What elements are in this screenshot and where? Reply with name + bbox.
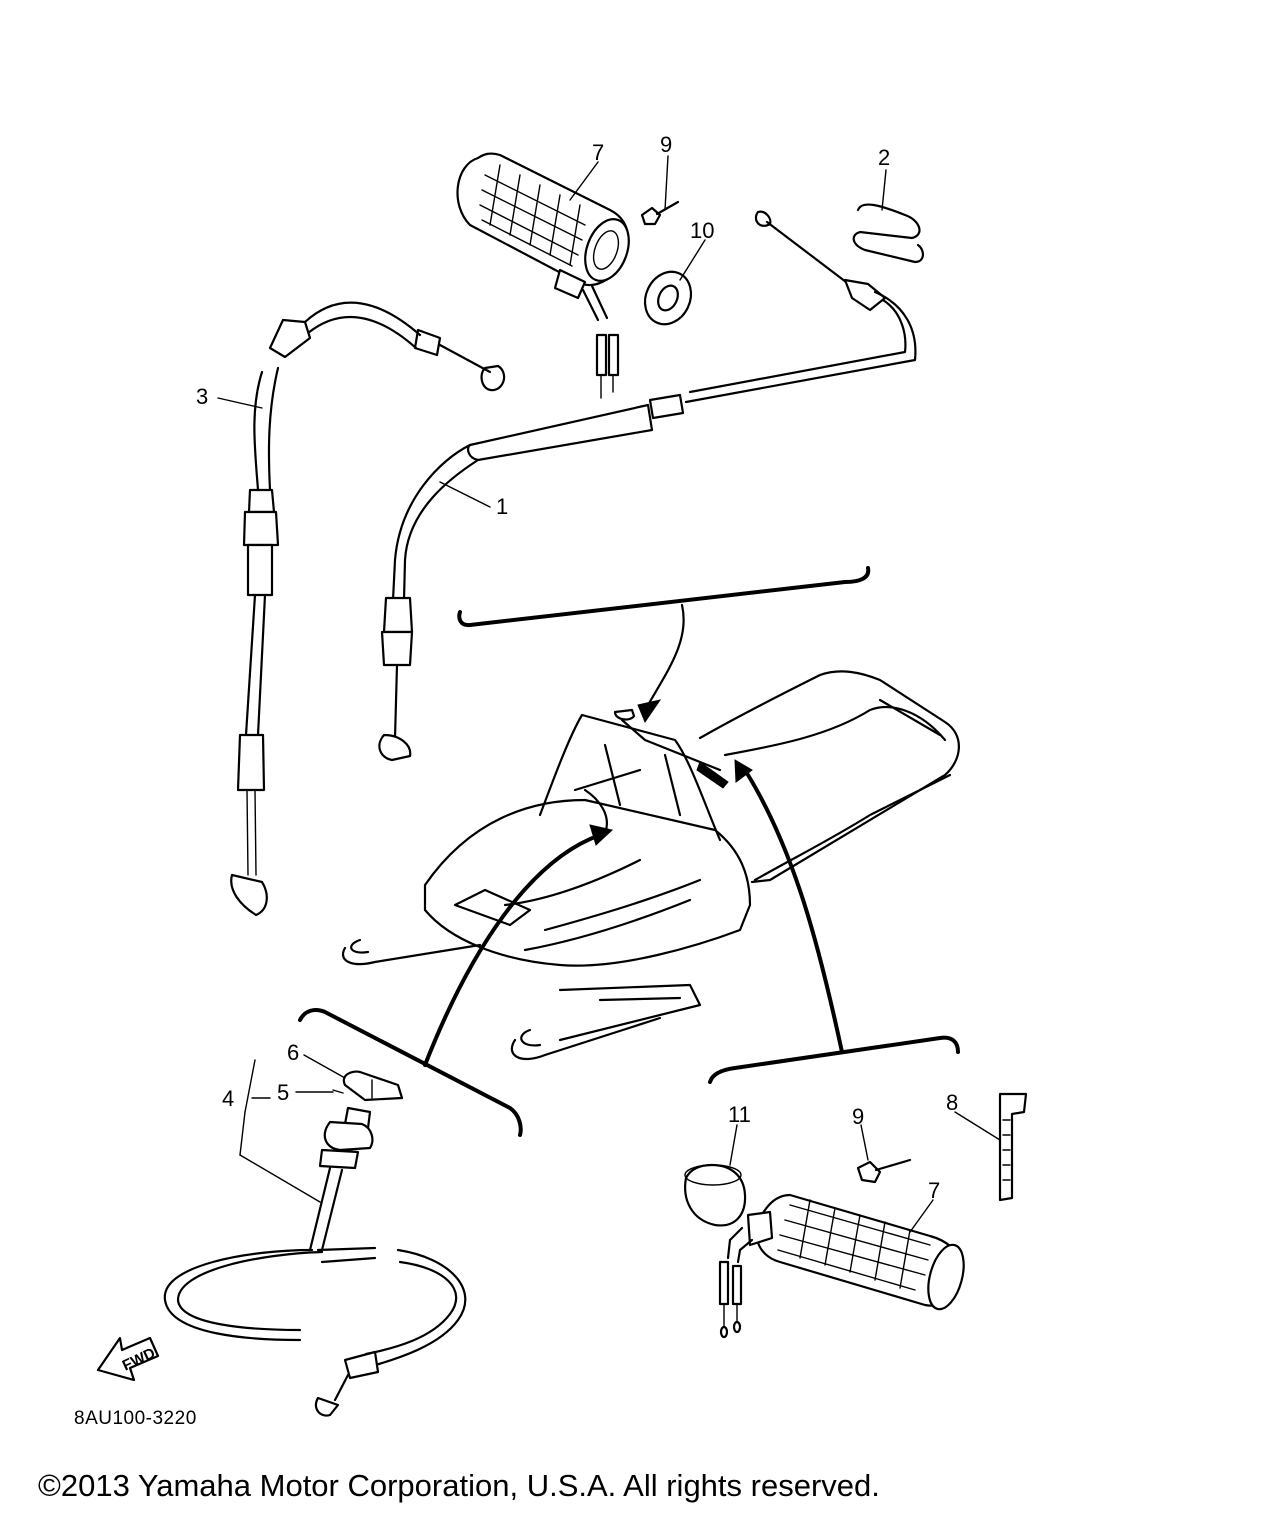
- callout-labels: 7 9 2 10 3 1 6 5 4 11 9 8 7: [196, 132, 958, 1203]
- callout-4: 4: [222, 1086, 234, 1111]
- callout-11: 11: [728, 1102, 751, 1127]
- switch-cable-4: [163, 1059, 467, 1417]
- copyright-notice: ©2013 Yamaha Motor Corporation, U.S.A. A…: [38, 1468, 880, 1503]
- arrows: [423, 759, 844, 1067]
- callout-3: 3: [196, 384, 208, 409]
- callout-5: 5: [277, 1080, 289, 1105]
- callout-6: 6: [287, 1040, 299, 1065]
- snowmobile: [342, 670, 960, 1061]
- cable-3: [230, 301, 506, 917]
- cable-1: [378, 210, 917, 762]
- callout-9-bottom: 9: [852, 1104, 864, 1129]
- leader-lines: [217, 155, 1001, 1233]
- brackets-bottom: [298, 1008, 960, 1137]
- screw-top: [640, 200, 680, 226]
- clip: [852, 203, 924, 264]
- callout-2: 2: [878, 145, 890, 170]
- washer: [643, 270, 693, 326]
- fwd-arrow: FWD: [96, 1336, 160, 1382]
- callout-9-top: 9: [660, 132, 672, 157]
- bracket-top: [457, 566, 871, 724]
- grip-bottom: [684, 1092, 1028, 1339]
- grip-top: [456, 152, 630, 399]
- callout-1: 1: [496, 494, 508, 519]
- callout-10: 10: [690, 218, 714, 243]
- callout-7-bottom: 7: [928, 1178, 940, 1203]
- diagram-code: 8AU100-3220: [74, 1408, 197, 1429]
- callout-7-top: 7: [592, 140, 604, 165]
- callout-8: 8: [946, 1090, 958, 1115]
